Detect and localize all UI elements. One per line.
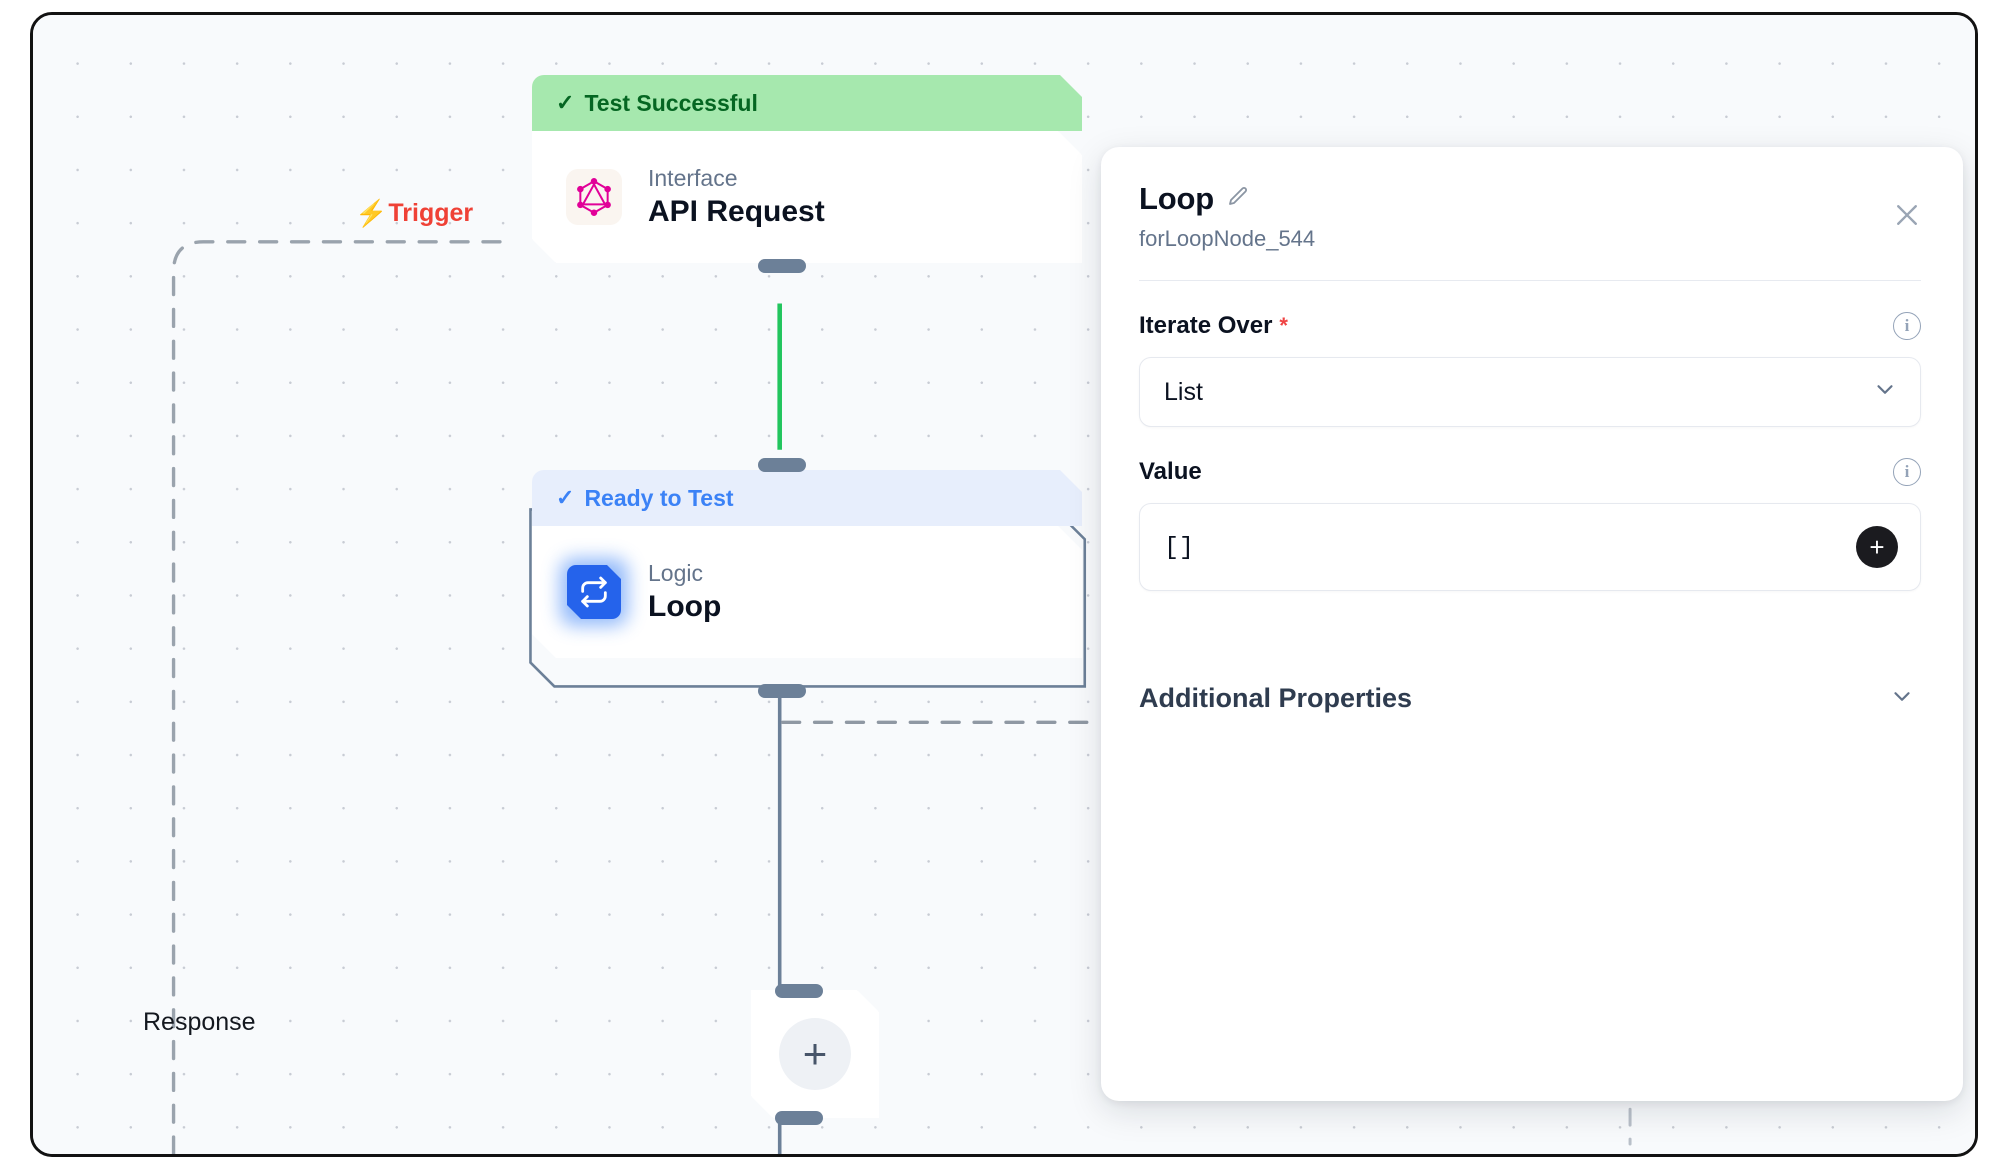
loop-icon [566,564,622,620]
node-handle-source-api-request[interactable] [758,259,806,273]
response-label: Response [143,1008,256,1036]
node-body-api-request[interactable]: Interface API Request [532,131,1082,263]
additional-properties-accordion[interactable]: Additional Properties [1139,683,1921,714]
add-node-handle-top[interactable] [775,984,823,998]
chevron-glyph [1894,692,1910,701]
loop-icon-tile [567,565,621,619]
additional-properties-label: Additional Properties [1139,683,1413,713]
field-label-row-iterate-over: Iterate Over * i [1139,309,1921,343]
info-icon[interactable]: i [1893,458,1921,486]
panel-divider [1139,280,1921,281]
app-window: ⚡ Trigger Response ✓ Test Successful [30,12,1978,1157]
field-iterate-over: Iterate Over * i List [1139,309,1921,427]
required-marker: * [1279,313,1288,338]
node-text-api-request: Interface API Request [648,165,825,230]
node-handle-target-loop[interactable] [758,458,806,472]
page-title: Loop [1139,181,1214,216]
iterate-over-select[interactable]: List [1139,357,1921,427]
workflow-canvas[interactable]: ⚡ Trigger Response ✓ Test Successful [33,15,1975,1154]
properties-panel[interactable]: Loop forLoopNode_544 [1101,147,1963,1101]
chevron-down-icon [1889,683,1915,714]
plus-icon[interactable]: + [779,1018,851,1090]
chevron-glyph [1877,384,1893,394]
panel-header: Loop forLoopNode_544 [1139,181,1921,252]
graphql-icon [566,169,622,225]
pencil-icon[interactable] [1226,185,1250,214]
panel-title-row: Loop [1139,181,1921,217]
panel-node-id: forLoopNode_544 [1139,226,1316,251]
pencil-glyph [1229,186,1247,205]
node-kind-label: Logic [648,559,703,586]
field-label-row-value: Value i [1139,455,1921,489]
node-handle-source-loop[interactable] [758,684,806,698]
check-icon: ✓ [556,485,575,510]
trigger-label-text: Trigger [388,199,474,227]
field-label-text: Iterate Over [1139,312,1273,339]
node-status-label: Test Successful [584,89,758,116]
node-status-label: Ready to Test [584,484,734,511]
field-value: Value i [] + [1139,455,1921,591]
field-label-iterate-over: Iterate Over * [1139,312,1288,340]
info-icon[interactable]: i [1893,312,1921,340]
graphql-glyph [573,176,615,218]
field-label-text: Value [1139,458,1202,485]
close-icon[interactable] [1887,195,1927,235]
node-title-label: Loop [648,589,722,623]
node-body-loop[interactable]: Logic Loop [532,526,1082,658]
node-status-ready-to-test: ✓ Ready to Test [532,470,1082,526]
close-glyph [1897,205,1917,225]
loop-glyph [578,576,610,608]
check-icon: ✓ [556,90,575,115]
value-input[interactable]: [] + [1139,503,1921,591]
node-text-loop: Logic Loop [648,560,721,625]
add-node-handle-bottom[interactable] [775,1111,823,1125]
node-status-test-successful: ✓ Test Successful [532,75,1082,131]
add-value-button[interactable]: + [1856,526,1898,568]
value-input-text: [] [1164,532,1195,562]
node-api-request[interactable]: ✓ Test Successful [532,75,1082,273]
node-loop[interactable]: ✓ Ready to Test Logic [532,458,1082,698]
trigger-label: ⚡ Trigger [355,199,473,228]
field-label-value: Value [1139,458,1202,486]
node-title-label: API Request [648,194,825,228]
chevron-down-icon [1872,376,1898,409]
add-step-node[interactable]: + [751,990,879,1118]
node-kind-label: Interface [648,164,738,191]
iterate-over-selected-value: List [1164,377,1203,406]
lightning-bolt-icon: ⚡ [355,197,388,228]
